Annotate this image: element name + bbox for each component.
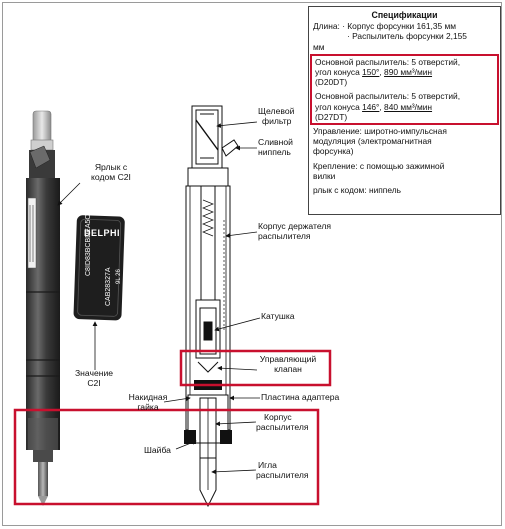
leader-lines [57,121,261,475]
label-washer: Шайба [144,445,171,455]
spec-length-unit: мм [313,41,325,52]
spec-nozzle2-line1: Основной распылитель: 5 отверстий, [315,91,461,102]
spec-connector: рлык с кодом: ниппель [313,185,401,196]
injector-photo [26,110,60,506]
label-c2i-value: Значение C2I [74,368,114,388]
tag-code-vertical: C8ID83BCBDEA5CB [85,209,92,276]
tag-brand: DELPHI [84,228,121,238]
label-adapter-plate: Пластина адаптера [261,392,340,402]
label-nozzle-body: Корпус распылителя [256,412,309,432]
leader-control-valve [217,365,258,371]
highlight-boxes [13,349,332,506]
spec-control-line1: Управление: широтно-импульсная [313,126,447,137]
label-drain-nipple: Сливной ниппель [258,137,293,157]
spec-nozzle2-line2: угол конуса 146°, 840 мм³/мин [315,101,433,112]
tag-code-right: CAB28327A [105,267,112,306]
label-slot-filter: Щелевой фильтр [258,106,295,126]
label-control-valve: Управляющий клапан [259,354,317,374]
spec-nozzle1-model: (D20DT) [315,77,348,88]
specifications-box: Спецификации Длина: · Корпус форсунки 16… [308,6,501,215]
spec-mount-line2: вилки [313,170,336,181]
label-c2i-tag: Ярлык с кодом C2I [91,162,131,182]
spec-title: Спецификации [371,10,438,20]
spec-mount-line1: Крепление: с помощью зажимной [313,160,445,171]
c2i-sticker [27,197,37,269]
leader-slot-filter [216,121,258,128]
leader-needle [211,469,257,475]
leader-nozzle-body [215,421,257,427]
tag-side-small: 9L 26 [116,269,122,284]
leader-coil [214,317,261,332]
highlight-nozzle-section [13,408,320,506]
spec-control-line2: модуляция (электромагнитная [313,136,432,147]
label-coil: Катушка [261,311,295,321]
c2i-tag [73,215,125,321]
spec-length: Длина: · Корпус форсунки 161,35 мм [313,21,456,32]
label-holder-body: Корпус держателя распылителя [258,221,332,241]
highlight-control-valve [179,349,332,387]
spec-nozzle1-line2: угол конуса 150°, 890 мм³/мин [315,67,433,78]
spec-length-nozzle: · Распылитель форсунки 2,155 [347,31,467,42]
injector-cutaway [184,105,239,508]
label-cap-nut: Накидная гайка [128,392,168,412]
leader-c2i-tag [57,182,81,206]
spec-control-line3: форсунка) [313,146,354,157]
spec-nozzle-highlight: Основной распылитель: 5 отверстий, угол … [310,53,499,126]
spec-nozzle2-model: (D27DT) [315,111,348,122]
leader-holder [225,231,258,238]
leader-cap-nut [163,396,191,403]
spec-nozzle1-line1: Основной распылитель: 5 отверстий, [315,56,461,67]
label-nozzle-needle: Игла распылителя [256,460,309,480]
leader-washer [175,440,197,450]
